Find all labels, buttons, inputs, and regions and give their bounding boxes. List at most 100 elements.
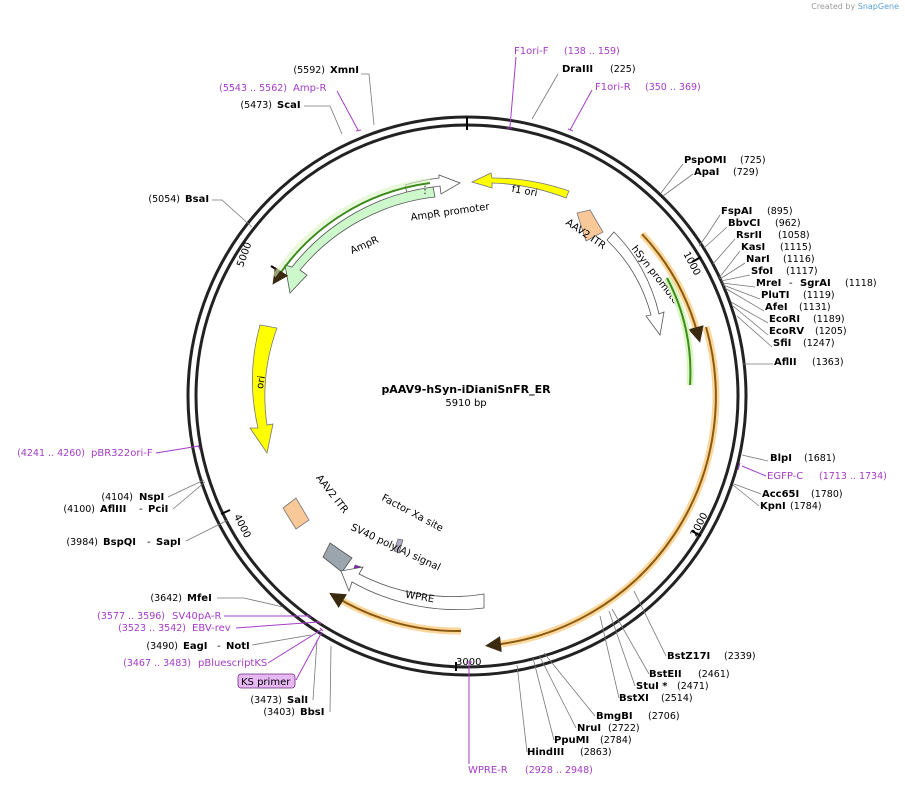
f1-ori-feature[interactable] <box>470 172 570 199</box>
cds-arc-1[interactable] <box>641 233 704 343</box>
sv40-polya-label: SV40 poly(A) signal <box>349 522 442 573</box>
bsai-name: BsaI <box>185 194 209 205</box>
wpre-feature[interactable] <box>340 566 485 611</box>
eagi-pos: (3490) <box>146 641 178 652</box>
pbluescript-leader <box>267 629 322 664</box>
stui-pos: (2471) <box>677 681 709 692</box>
wpre-r-range: (2928 .. 2948) <box>525 765 593 776</box>
kpni-name: KpnI <box>760 501 786 512</box>
nari-leader <box>719 262 746 280</box>
sfoi-name: SfoI <box>751 266 773 277</box>
afliii-dash: - <box>139 504 143 515</box>
blpi-name: BlpI <box>770 453 792 464</box>
blpi-pos: (1681) <box>804 453 836 464</box>
ks-primer-badge[interactable] <box>237 673 296 689</box>
ecori-pos: (1189) <box>813 314 845 325</box>
rsrii-pos: (1058) <box>778 230 810 241</box>
drai-name: DraIII <box>562 64 593 75</box>
bbvci-name: BbvCI <box>728 218 760 229</box>
scai-leader <box>304 105 343 135</box>
eagi-name: EagI <box>183 641 207 652</box>
apai-name: ApaI <box>694 167 719 178</box>
egfpc-name: EGFP-C <box>767 471 803 482</box>
egfpc-range: (1713 .. 1734) <box>819 471 887 482</box>
kpni-pos: (1784) <box>790 501 822 512</box>
nrui-name: NruI <box>577 723 601 734</box>
aav2-itr-2-feature[interactable] <box>282 497 310 530</box>
ppumi-pos: (2784) <box>600 735 632 746</box>
ppumi-name: PpuMI <box>554 735 589 746</box>
pbluescript-range: (3467 .. 3483) <box>123 658 191 669</box>
backbone-outer-ring <box>186 115 748 677</box>
f1ori-f-leader <box>509 56 517 128</box>
bstxi-pos: (2514) <box>661 693 693 704</box>
mfei-leader <box>217 597 284 608</box>
ebv-rev-name: EBV-rev <box>192 623 231 634</box>
ecori-leader <box>730 301 769 324</box>
pbr322-range: (4241 .. 4260) <box>17 448 85 459</box>
afliii-pos: (4100) <box>63 504 95 515</box>
pluti-pos: (1119) <box>803 290 835 301</box>
nspi-pos: (4104) <box>101 492 133 503</box>
f1ori-f-name: F1ori-F <box>514 46 549 57</box>
rsrii-name: RsrII <box>736 230 762 241</box>
ebv-rev-leader <box>235 621 319 629</box>
bstz17i-leader <box>633 590 667 657</box>
f1ori-r-range: (350 .. 369) <box>645 82 701 93</box>
blpi-leader <box>741 454 769 462</box>
bsteii-pos: (2461) <box>698 669 730 680</box>
hsyn-promoter-feature[interactable] <box>606 231 665 336</box>
nrui-pos: (2722) <box>608 723 640 734</box>
hindiii-pos: (2863) <box>580 747 612 758</box>
aav2-itr-1-feature[interactable] <box>576 209 604 242</box>
f1ori-r-name: F1ori-R <box>595 82 631 93</box>
ampr-promoter-label: AmpR promoter <box>410 201 491 223</box>
bbsi-pos: (3403) <box>263 707 295 718</box>
xmni-name: XmnI <box>330 65 359 76</box>
eagi-leader <box>251 634 312 646</box>
ecorv-leader <box>732 305 769 336</box>
bmgbi-name: BmgBI <box>596 711 633 722</box>
drai-leader <box>531 73 559 120</box>
mrei-dash: - <box>789 278 793 289</box>
cds-arc-green[interactable] <box>666 277 692 386</box>
tick-mark-2000 <box>691 530 702 537</box>
nari-pos: (1116) <box>783 254 815 265</box>
mrei-name: MreI <box>756 278 781 289</box>
rsrii-leader <box>712 238 736 265</box>
bstxi-leader <box>599 615 620 699</box>
ampr-label: AmpR <box>349 235 381 257</box>
pbr322-name: pBR322ori-F <box>91 448 153 459</box>
cds-arc-left[interactable] <box>329 592 462 633</box>
egfpc-mark <box>737 462 741 471</box>
afei-pos: (1131) <box>799 302 831 313</box>
ori-feature[interactable] <box>249 324 278 455</box>
acc65i-name: Acc65I <box>762 489 799 500</box>
egfpc-leader <box>741 465 767 477</box>
snapgene-brand: SnapGene <box>857 2 899 11</box>
factor-xa-site[interactable] <box>393 538 404 554</box>
ampr-strand-glow <box>272 178 431 278</box>
nari-name: NarI <box>746 254 770 265</box>
xmni-leader <box>361 73 375 126</box>
xmni-pos: (5592) <box>293 65 325 76</box>
sali-leader <box>312 639 318 701</box>
scai-name: ScaI <box>277 100 301 111</box>
created-by-credit: Created by SnapGene <box>811 2 899 11</box>
sali-name: SalI <box>287 695 308 706</box>
ampr-leader <box>336 90 359 131</box>
fspai-name: FspAI <box>721 206 752 217</box>
pcii-name: PciI <box>148 504 168 515</box>
nspi-name: NspI <box>139 492 164 503</box>
grey-block-feature[interactable] <box>322 542 353 573</box>
afliii-name: AflIII <box>100 504 126 515</box>
pluti-name: PluTI <box>761 290 789 301</box>
cds-arc-main-glow <box>492 326 720 649</box>
sfii-pos: (1247) <box>803 338 835 349</box>
bspqi-dash: - <box>147 537 151 548</box>
cds-arc-main[interactable] <box>485 326 717 653</box>
sfii-leader <box>736 315 773 348</box>
sfoi-pos: (1117) <box>786 266 818 277</box>
nspi-leader <box>167 479 205 498</box>
